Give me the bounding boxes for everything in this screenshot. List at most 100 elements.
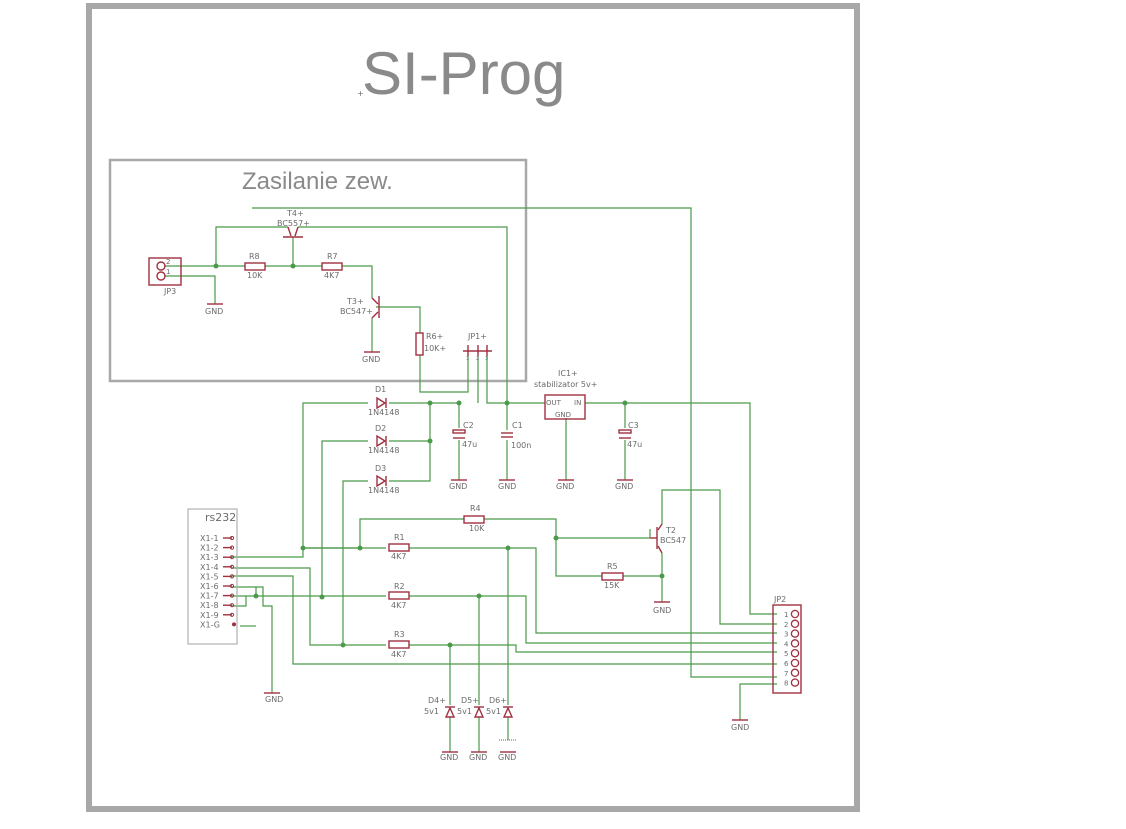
- connector-jp3: 2 1 JP3: [148, 257, 182, 296]
- gnd-d5: GND: [469, 751, 487, 762]
- rs232-pin-label: X1-1: [200, 534, 219, 543]
- gnd-c1: GND: [498, 479, 516, 491]
- svg-text:GND: GND: [731, 723, 749, 732]
- diode-d1: D1 1N4148: [368, 385, 399, 417]
- jp2-pin-label: 3: [784, 631, 788, 639]
- svg-text:BC547+: BC547+: [340, 307, 373, 316]
- svg-text:D5+: D5+: [461, 696, 479, 705]
- svg-text:1N4148: 1N4148: [368, 408, 399, 417]
- jp2-pin: 4: [784, 639, 800, 648]
- capacitor-c3: C3 47u: [618, 421, 642, 449]
- svg-text:47u: 47u: [462, 440, 477, 449]
- jp2-pin-mark: [790, 639, 800, 648]
- gnd-t3: GND: [362, 351, 380, 364]
- jp2-pin-label: 8: [784, 680, 788, 688]
- svg-text:GND: GND: [265, 695, 283, 704]
- svg-text:IN: IN: [574, 399, 581, 407]
- gnd-t2: GND: [653, 601, 671, 615]
- rs232-pin-label: X1-7: [200, 592, 219, 601]
- rs232-pin-mark: [229, 535, 235, 541]
- jp2-pin-label: 1: [784, 611, 788, 619]
- rs232-pin-mark: [229, 612, 235, 617]
- rs232-pin: X1-7: [200, 592, 235, 601]
- svg-text:D4+: D4+: [428, 696, 446, 705]
- svg-text:OUT: OUT: [546, 399, 562, 407]
- svg-text:R8: R8: [249, 252, 260, 261]
- gnd-ic1: GND: [556, 479, 574, 491]
- svg-text:JP2: JP2: [773, 595, 786, 604]
- svg-text:stabilizator 5v+: stabilizator 5v+: [534, 380, 597, 389]
- jp2-pin: 8: [784, 678, 800, 688]
- jp2-pin: 2: [784, 619, 800, 629]
- jp2-pin: 6: [784, 658, 800, 668]
- wires: [165, 207, 777, 752]
- gnd-symbols: GND GND GND GND GND GND GND GND GND GND …: [205, 303, 749, 762]
- svg-text:R6+: R6+: [426, 332, 443, 341]
- svg-text:47u: 47u: [627, 440, 642, 449]
- svg-text:IC1+: IC1+: [558, 369, 578, 378]
- svg-text:D3: D3: [375, 464, 386, 473]
- gnd-d6: GND: [498, 739, 517, 762]
- junction-dots: [213, 263, 665, 648]
- svg-text:100n: 100n: [511, 441, 531, 450]
- svg-text:JP3: JP3: [163, 287, 176, 296]
- svg-text:GND: GND: [498, 753, 516, 762]
- resistor-r5: R5 15K: [601, 562, 624, 590]
- rs232-pin: X1-8: [200, 601, 235, 610]
- jp2-pin-mark: [790, 668, 800, 678]
- rs232-pin-mark: [229, 583, 235, 589]
- external-power-title: Zasilanie zew.: [242, 168, 393, 195]
- svg-text:GND: GND: [469, 753, 487, 762]
- rs232-pin: X1-3: [200, 553, 235, 562]
- svg-text:10K+: 10K+: [424, 344, 446, 353]
- title-origin-mark: +: [357, 89, 364, 98]
- svg-text:10K: 10K: [469, 524, 485, 533]
- jp2-pin-mark: [790, 619, 800, 629]
- rs232-pin: X1-1: [200, 534, 235, 543]
- rs232-pin-mark: [229, 574, 235, 579]
- svg-text:rs232: rs232: [205, 511, 236, 524]
- jp2-pin-label: 7: [784, 670, 788, 678]
- svg-text:GND: GND: [205, 307, 223, 316]
- svg-text:1N4148: 1N4148: [368, 446, 399, 455]
- jp2-pin-label: 4: [784, 640, 789, 648]
- schematic-title: SI-Prog: [362, 40, 565, 107]
- jp2-pin-label: 6: [784, 660, 789, 668]
- svg-text:C3: C3: [628, 421, 639, 430]
- rs232-pin-label: X1-6: [200, 582, 219, 591]
- svg-text:GND: GND: [615, 482, 633, 491]
- resistor-r4: R4 10K: [463, 504, 485, 533]
- resistor-r8: R8 10K: [244, 252, 266, 280]
- svg-text:C1: C1: [512, 421, 523, 430]
- svg-text:GND: GND: [362, 355, 380, 364]
- svg-text:1N4148: 1N4148: [368, 486, 399, 495]
- svg-text:10K: 10K: [247, 271, 263, 280]
- svg-text:4K7: 4K7: [391, 650, 406, 659]
- rs232-pin: X1-4: [200, 563, 235, 572]
- rs232-pin-label: X1-G: [200, 620, 220, 629]
- rs232-pin-label: X1-9: [200, 611, 219, 620]
- rs232-pin-mark: [229, 564, 235, 569]
- rs232-pin-label: X1-8: [200, 601, 219, 610]
- jp2-pin-mark: [790, 629, 800, 638]
- svg-text:T2: T2: [665, 526, 676, 535]
- svg-text:4K7: 4K7: [391, 601, 406, 610]
- rs232-pin-label: X1-5: [200, 572, 219, 581]
- zener-d5: D5+ 5v1: [457, 696, 485, 718]
- jp2-pin-label: 5: [784, 650, 788, 658]
- svg-text:C2: C2: [463, 421, 474, 430]
- transistor-t3: T3+ BC547+: [340, 296, 380, 319]
- svg-text:GND: GND: [653, 606, 671, 615]
- svg-text:R7: R7: [327, 252, 338, 261]
- svg-text:T3+: T3+: [346, 297, 364, 306]
- svg-text:R5: R5: [607, 562, 618, 571]
- resistor-r7: R7 4K7: [321, 252, 343, 280]
- connector-rs232: rs232: [187, 508, 238, 645]
- rs232-pin: X1-9: [200, 611, 235, 620]
- svg-text:15K: 15K: [604, 581, 620, 590]
- jp2-pin: 1: [784, 609, 800, 619]
- jp2-pin-mark: [790, 609, 800, 619]
- svg-text:R3: R3: [394, 630, 405, 639]
- gnd-c2: GND: [449, 479, 467, 491]
